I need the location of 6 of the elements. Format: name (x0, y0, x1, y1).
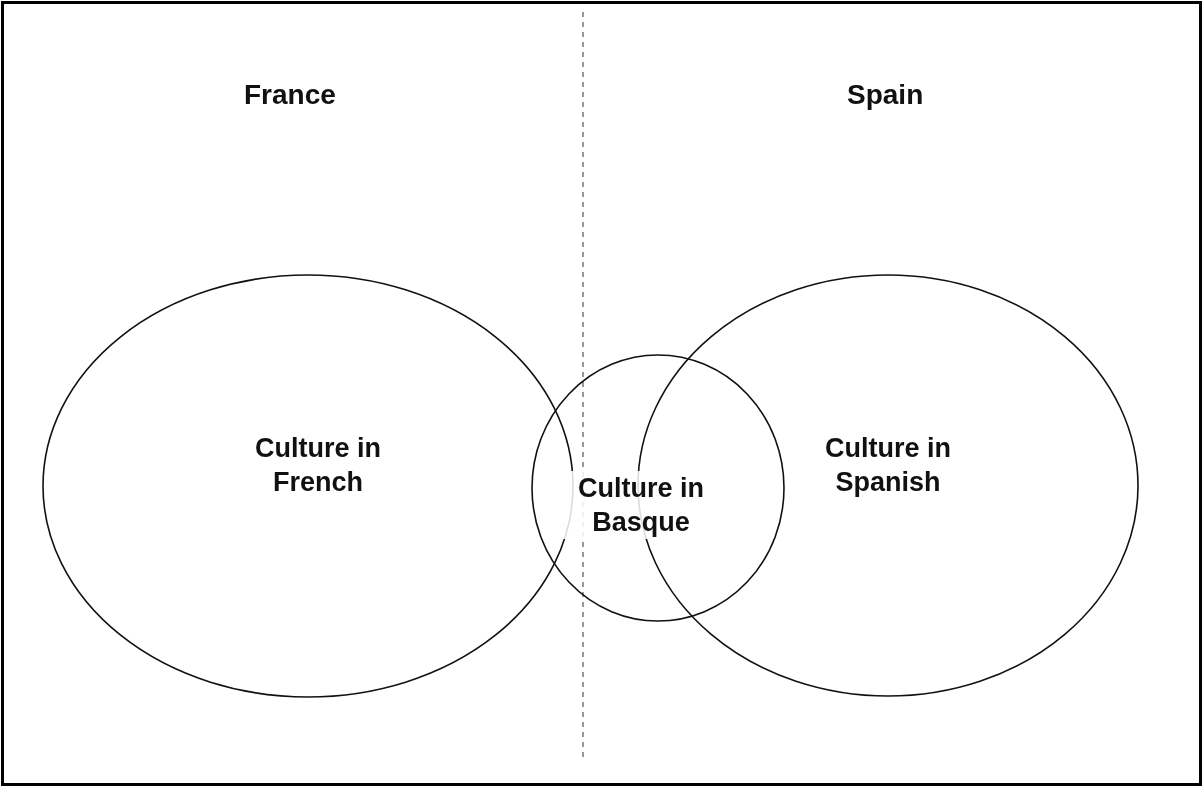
region-label: Spain (847, 79, 924, 111)
ellipse (532, 355, 784, 621)
ellipse-label: Culture in French (254, 432, 382, 499)
ellipse (43, 275, 573, 697)
region-label: France (244, 79, 336, 111)
ellipse-label: Culture in Spanish (824, 432, 952, 499)
